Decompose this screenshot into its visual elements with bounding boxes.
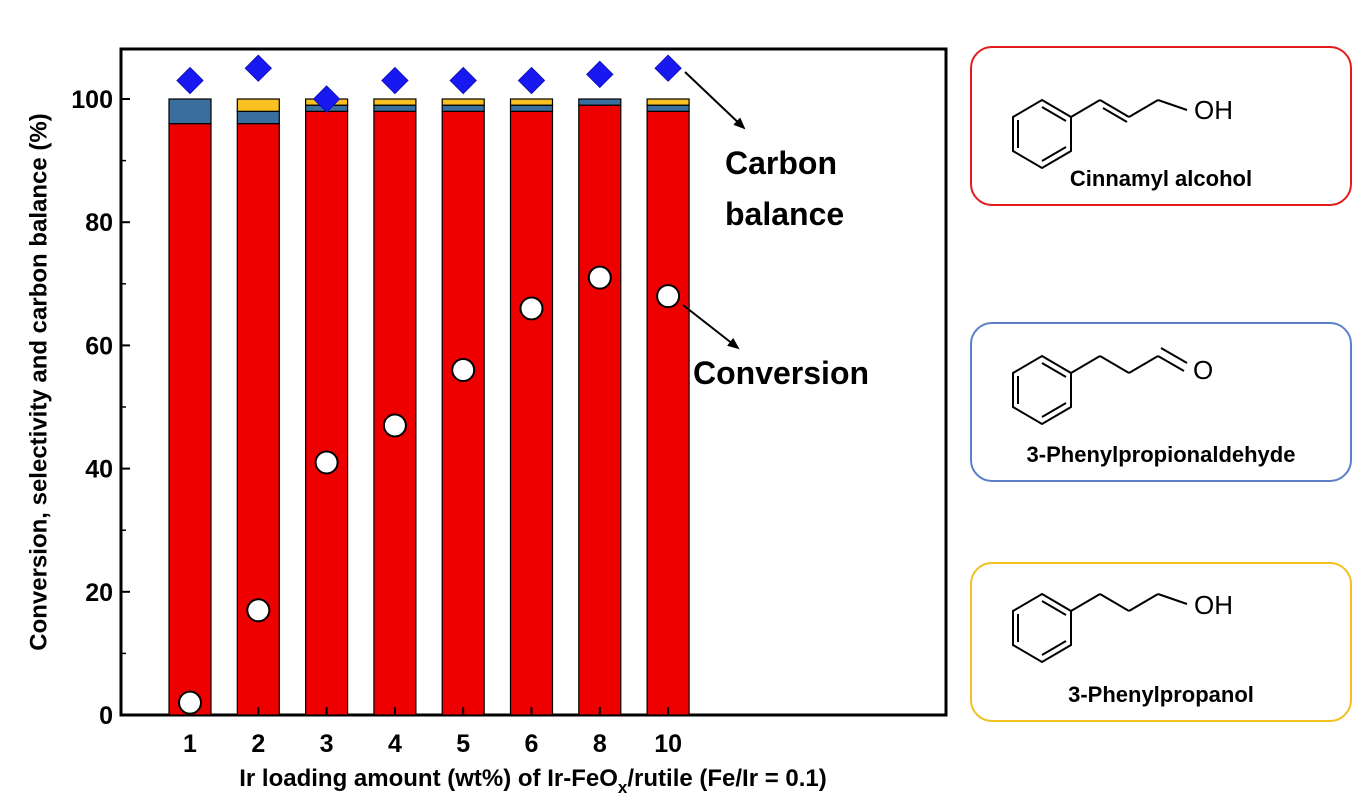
bar-segment-2-cat-10 xyxy=(646,104,690,112)
x-tick-label: 2 xyxy=(251,730,265,758)
carbon-balance-annotation-line1: Carbon xyxy=(725,145,837,181)
carbon-balance-point xyxy=(381,66,409,95)
bar-segment-1-cat-10 xyxy=(646,110,690,716)
carbon-balance-point xyxy=(244,54,273,82)
bar-segment-2-cat-8 xyxy=(578,98,622,106)
conversion-point xyxy=(246,598,271,623)
y-tick-label: 80 xyxy=(85,209,113,237)
bar-segment-3-cat-10 xyxy=(646,98,690,106)
bar-segment-1-cat-8 xyxy=(578,104,622,716)
x-tick-label: 4 xyxy=(388,730,402,758)
x-tick-label: 8 xyxy=(593,730,607,758)
conversion-point xyxy=(656,284,681,309)
markers-group xyxy=(176,54,682,715)
carbon-balance-point xyxy=(312,85,341,113)
conversion-point xyxy=(314,450,339,475)
y-axis: 0 20 40 60 80 100 xyxy=(71,86,130,730)
bar-segment-3-cat-2 xyxy=(236,98,280,112)
conversion-point xyxy=(519,296,544,321)
x-axis: 1 2 3 4 5 6 8 10 xyxy=(183,707,682,758)
carbon-balance-annotation-line2: balance xyxy=(725,196,844,232)
y-tick-label: 100 xyxy=(71,86,113,114)
carbon-balance-point xyxy=(517,66,546,95)
y-tick-label: 0 xyxy=(99,702,113,730)
x-tick-label: 6 xyxy=(525,730,539,758)
conversion-point xyxy=(451,358,476,383)
hydroxyl-label: OH xyxy=(1194,95,1233,125)
hydroxyl-label: OH xyxy=(1194,590,1233,620)
conversion-point xyxy=(587,265,612,290)
legend-label-phenylpropionaldehyde: 3-Phenylpropionaldehyde xyxy=(1026,442,1296,467)
legend-phenylpropanol: OH 3-Phenylpropanol xyxy=(970,562,1352,722)
conversion-point xyxy=(382,413,407,438)
conversion-annotation: Conversion xyxy=(693,355,869,391)
bar-segment-2-cat-5 xyxy=(441,104,485,112)
x-tick-label: 1 xyxy=(183,730,197,758)
bar-segment-2-cat-1 xyxy=(168,98,212,125)
x-tick-label: 5 xyxy=(456,730,470,758)
phenylpropanol-structure: OH xyxy=(1012,590,1233,664)
bar-segment-3-cat-4 xyxy=(373,98,417,106)
bar-segment-3-cat-6 xyxy=(509,98,554,106)
legend-label-phenylpropanol: 3-Phenylpropanol xyxy=(1068,682,1254,707)
carbon-balance-point xyxy=(654,54,682,82)
legend-phenylpropionaldehyde: O 3-Phenylpropionaldehyde xyxy=(970,322,1352,482)
y-tick-label: 60 xyxy=(85,332,113,360)
conversion-point xyxy=(178,690,202,715)
carbon-balance-point xyxy=(176,66,204,95)
cinnamyl-alcohol-structure: OH xyxy=(1012,95,1233,170)
bar-segment-2-cat-6 xyxy=(509,104,554,112)
bar-segment-1-cat-2 xyxy=(236,123,280,716)
bars-group xyxy=(168,98,690,716)
carbon-balance-point xyxy=(586,60,614,89)
legend-cinnamyl-alcohol: OH Cinnamyl alcohol xyxy=(970,46,1352,206)
bar-segment-1-cat-1 xyxy=(168,123,212,716)
carbon-balance-point xyxy=(449,66,477,95)
bar-segment-1-cat-5 xyxy=(441,110,485,716)
y-tick-label: 40 xyxy=(85,456,113,484)
bar-segment-1-cat-6 xyxy=(509,110,554,716)
bar-segment-1-cat-3 xyxy=(305,110,349,716)
phenylpropionaldehyde-structure: O xyxy=(1012,347,1213,426)
x-axis-label: Ir loading amount (wt%) of Ir-FeOx/rutil… xyxy=(239,765,827,797)
y-tick-label: 20 xyxy=(85,579,113,607)
y-axis-label: Conversion, selectivity and carbon balan… xyxy=(25,113,52,651)
carbonyl-label: O xyxy=(1193,355,1213,385)
x-tick-label: 10 xyxy=(654,730,682,758)
bar-segment-2-cat-4 xyxy=(373,104,417,112)
bar-segment-1-cat-4 xyxy=(373,110,417,716)
bar-segment-2-cat-2 xyxy=(236,110,280,125)
x-tick-label: 3 xyxy=(320,730,334,758)
bar-segment-3-cat-5 xyxy=(441,98,485,106)
carbon-balance-arrow xyxy=(684,71,746,130)
conversion-arrow xyxy=(682,304,740,350)
legend-label-cinnamyl-alcohol: Cinnamyl alcohol xyxy=(1069,166,1253,191)
